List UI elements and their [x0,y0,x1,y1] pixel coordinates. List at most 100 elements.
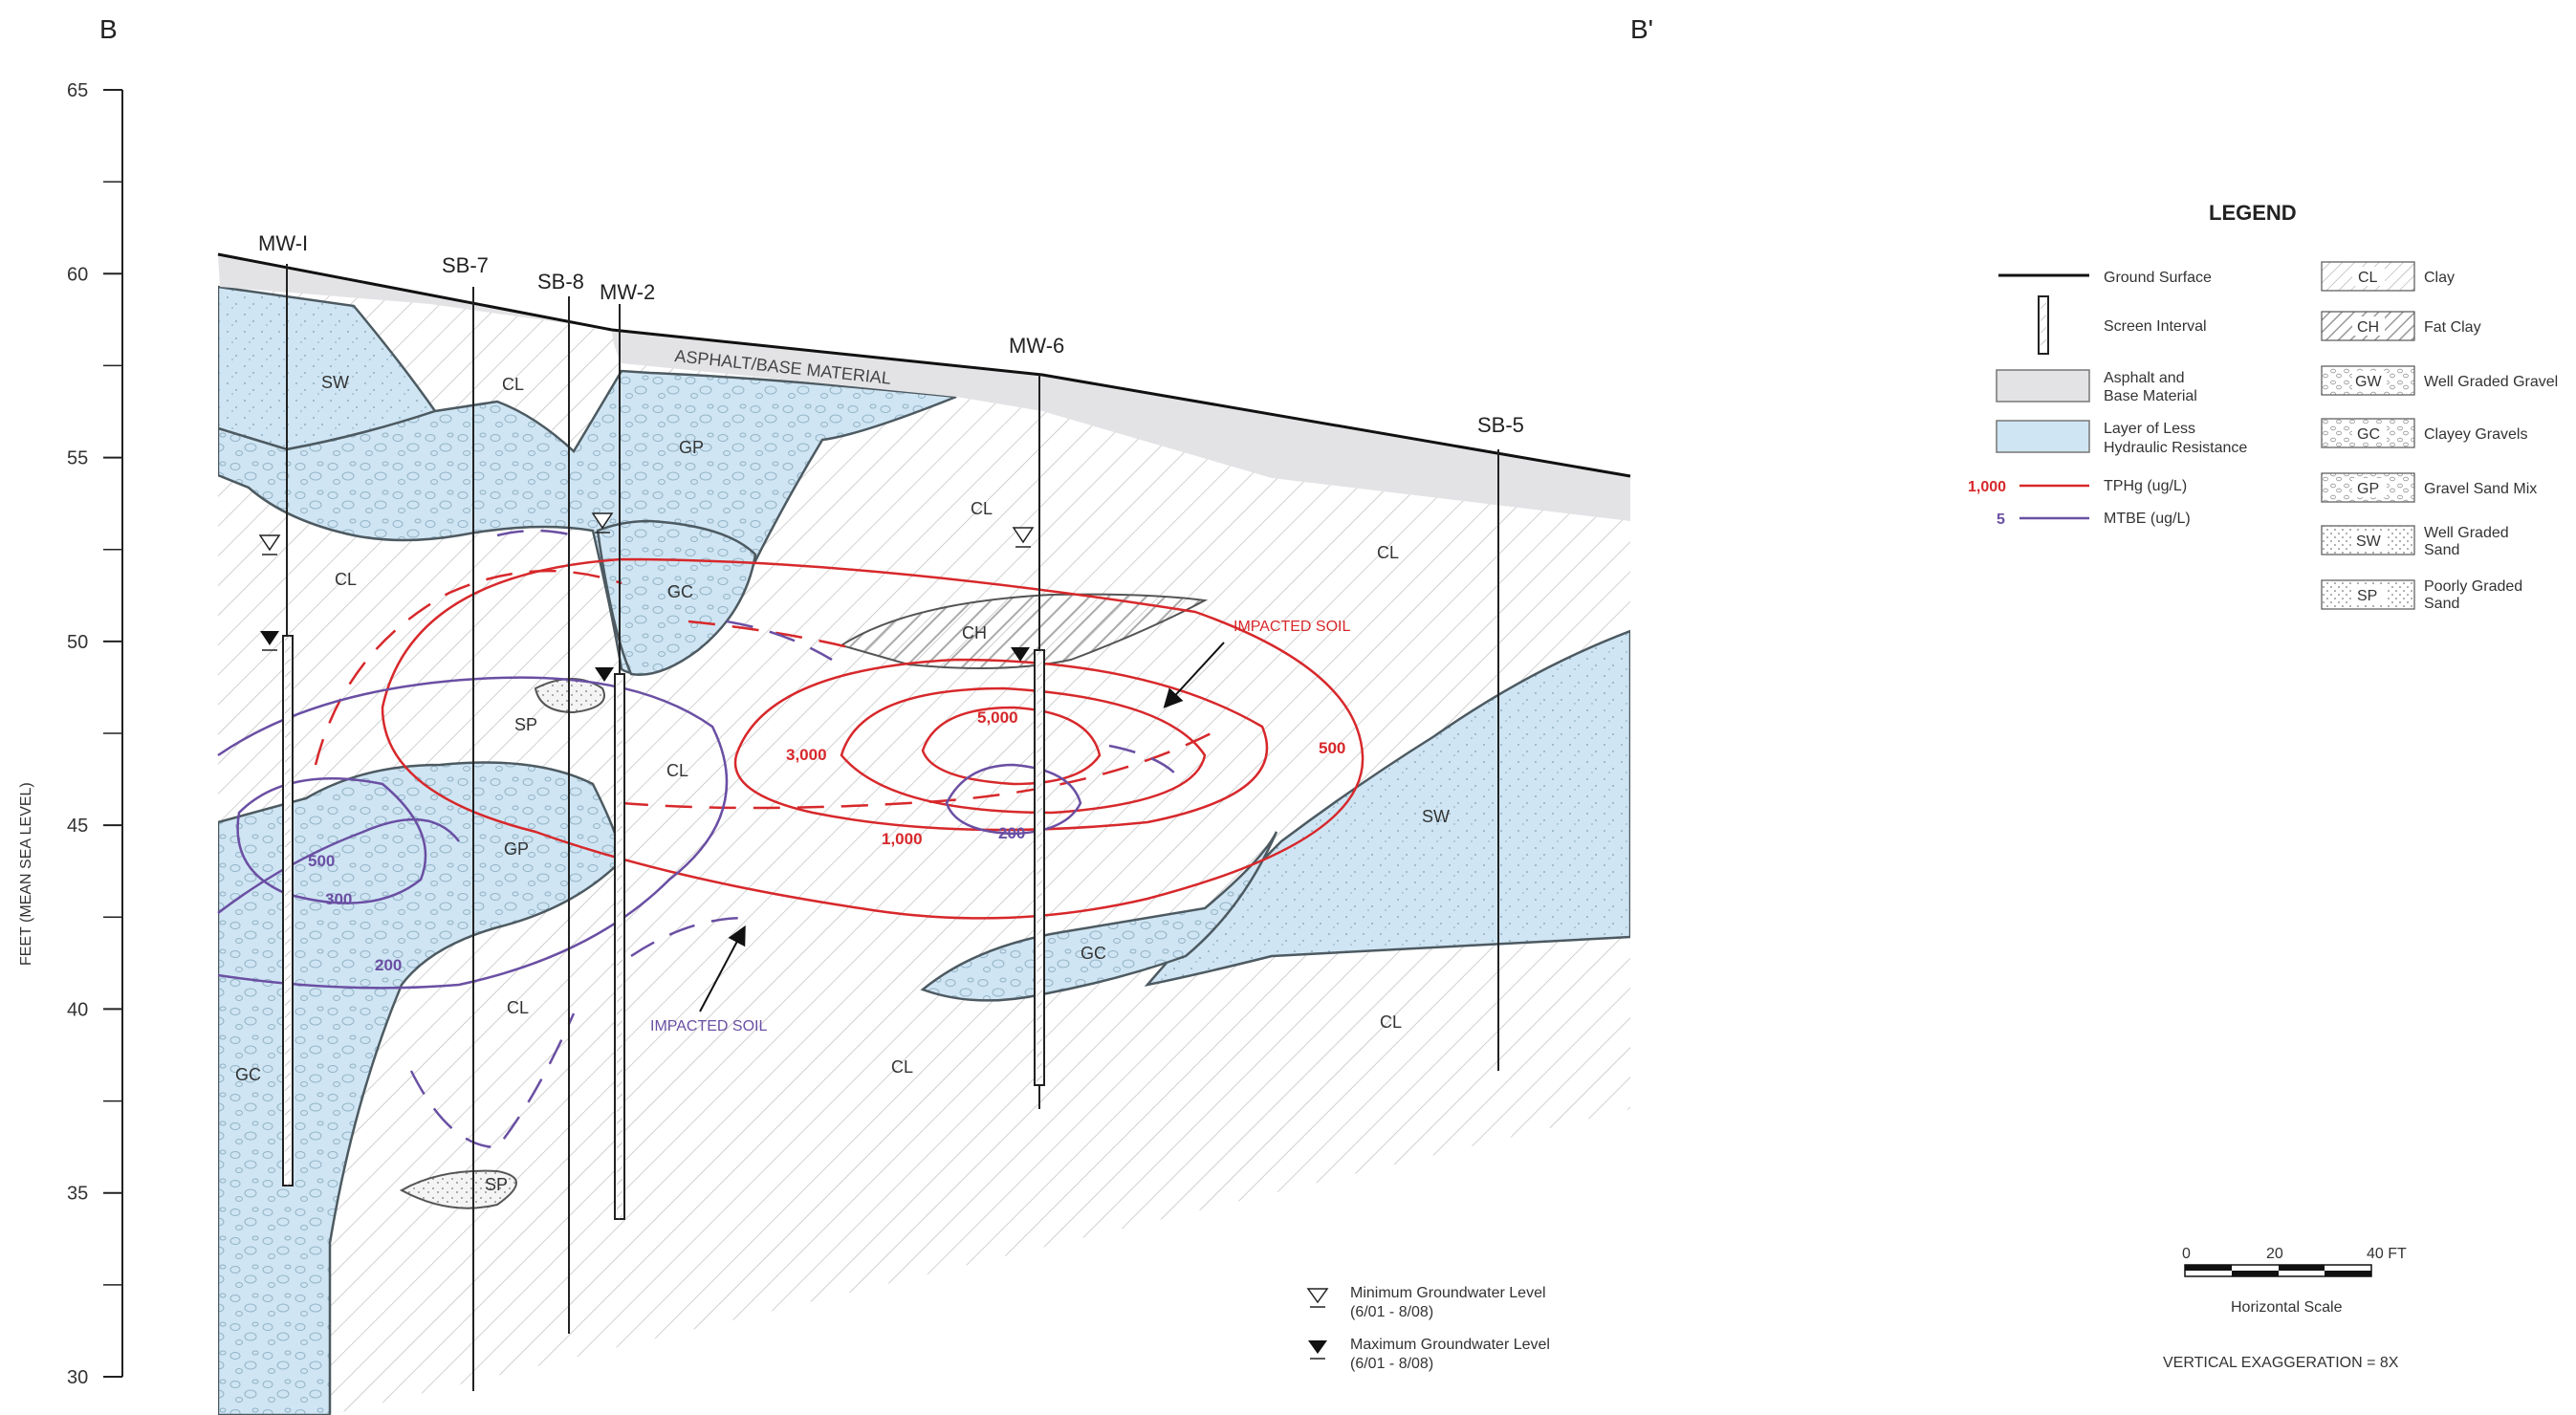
legend-gc-code: GC [2357,426,2380,443]
legend-gp-code: GP [2357,481,2379,497]
unit-label: CL [507,998,529,1017]
gw-max-line2: (6/01 - 8/08) [1350,1356,1433,1372]
legend-mtbe-value: 5 [1997,512,2005,528]
legend-cl-code: CL [2358,270,2378,286]
unit-label: CH [962,623,987,642]
unit-label: CL [971,499,993,518]
legend: LEGEND Ground Surface Screen Interval As… [1968,201,2558,612]
unit-label: GC [235,1065,261,1084]
axis-tick-label: 35 [67,1184,88,1205]
unit-label: SW [321,373,349,392]
gw-min-line2: (6/01 - 8/08) [1350,1304,1433,1320]
tphg-contour-label: 500 [1319,739,1345,757]
y-axis-label: FEET (MEAN SEA LEVEL) [18,782,34,966]
well-label: MW-6 [1009,334,1064,358]
legend-cl-label: Clay [2424,270,2455,286]
legend-asphalt-line2: Base Material [2104,388,2197,404]
gc-gp-lower-left [218,761,623,1415]
legend-sp-label1: Poorly Graded [2424,578,2522,595]
mtbe-contour-label: 500 [308,852,335,870]
section-end-label: B' [1630,14,1653,44]
tphg-contour-label: 3,000 [786,746,827,764]
legend-gw-label: Well Graded Gravel [2424,374,2558,390]
legend-tphg-label: TPHg (ug/L) [2104,478,2187,494]
unit-label: SP [485,1175,508,1194]
well-label: MW-I [258,231,308,255]
section-start-label: B [99,14,118,44]
scale-tick-20: 20 [2266,1246,2283,1262]
legend-blue-swatch [1996,420,2090,453]
sp-bottom-lens [399,1169,517,1209]
legend-sp-label2: Sand [2424,596,2459,612]
scale-tick-40: 40 FT [2367,1246,2407,1262]
scale-bar: 0 20 40 FT Horizontal Scale VERTICAL EXA… [2163,1246,2407,1371]
section-body [218,254,1630,1415]
legend-ch-label: Fat Clay [2424,319,2481,336]
axis-tick-label: 30 [67,1367,88,1388]
legend-ground-surface: Ground Surface [2104,270,2212,286]
legend-gc-label: Clayey Gravels [2424,426,2527,443]
screen-intervals [282,635,1045,1220]
vertical-exaggeration: VERTICAL EXAGGERATION = 8X [2163,1355,2399,1371]
unit-label: GP [679,438,704,457]
scale-label: Horizontal Scale [2231,1299,2343,1316]
legend-tphg-value: 1,000 [1968,479,2006,495]
legend-gw-code: GW [2355,374,2382,390]
legend-sw-label2: Sand [2424,542,2459,558]
well-label: SB-8 [537,270,584,294]
legend-sw-label1: Well Graded [2424,525,2509,541]
ground-surface-line [217,252,1631,478]
mtbe-contours [217,676,1082,990]
unit-label: CL [335,570,357,589]
groundwater-markers [258,512,1035,682]
asphalt-band [218,254,1630,521]
gw-min-line1: Minimum Groundwater Level [1350,1285,1546,1301]
mtbe-dashed-contours [409,529,1177,1149]
unit-label: CL [666,761,688,780]
groundwater-notes: Minimum Groundwater Level (6/01 - 8/08) … [1306,1285,1550,1372]
unit-labels: SW CL GP CL CL CL GC CH SP CL GP SW GC G… [235,373,1450,1194]
legend-title: LEGEND [2209,201,2297,225]
well-label: SB-5 [1477,413,1524,437]
legend-asphalt-swatch [1996,369,2090,403]
unit-label: CL [502,375,524,394]
axis-tick-label: 50 [67,632,88,653]
unit-label: CL [1377,543,1399,562]
legend-asphalt-line1: Asphalt and [2104,370,2185,386]
legend-sw-code: SW [2356,533,2382,550]
legend-blue-line2: Hydraulic Resistance [2104,440,2247,456]
legend-screen-interval: Screen Interval [2104,318,2207,335]
axis-tick-label: 60 [67,264,88,285]
impacted-soil-red-label: IMPACTED SOIL [1233,619,1350,635]
axis-tick-label: 45 [67,816,88,837]
axis-tick-label: 40 [67,999,88,1020]
impacted-soil-purple-label: IMPACTED SOIL [650,1018,767,1034]
legend-gp-label: Gravel Sand Mix [2424,481,2537,497]
scale-tick-0: 0 [2182,1246,2191,1262]
gw-max-line1: Maximum Groundwater Level [1350,1337,1550,1353]
sw-right-body [1144,629,1630,987]
unit-label: CL [891,1057,913,1077]
tphg-dashed-contours [314,569,1225,810]
well-labels: MW-I SB-7 SB-8 MW-2 MW-6 SB-5 [258,231,1524,437]
well-label: SB-7 [442,253,489,277]
mtbe-contour-label: 200 [998,824,1025,842]
ch-lens [839,593,1209,669]
unit-label: CL [1380,1012,1402,1032]
axis-tick-label: 65 [67,80,88,101]
unit-label: GC [667,582,693,601]
tphg-contour-label: 1,000 [882,830,923,848]
contour-labels: 3,000 5,000 500 1,000 500 300 200 200 [308,708,1345,974]
well-label: MW-2 [600,280,655,304]
unit-label: SP [514,715,537,734]
legend-blue-line1: Layer of Less [2104,421,2195,437]
unit-label: GC [1081,944,1106,963]
unit-label: SW [1422,807,1450,826]
unit-label: GP [504,839,529,859]
mtbe-contour-label: 300 [325,890,352,908]
mtbe-contour-label: 200 [375,956,402,974]
legend-ch-code: CH [2357,319,2379,336]
